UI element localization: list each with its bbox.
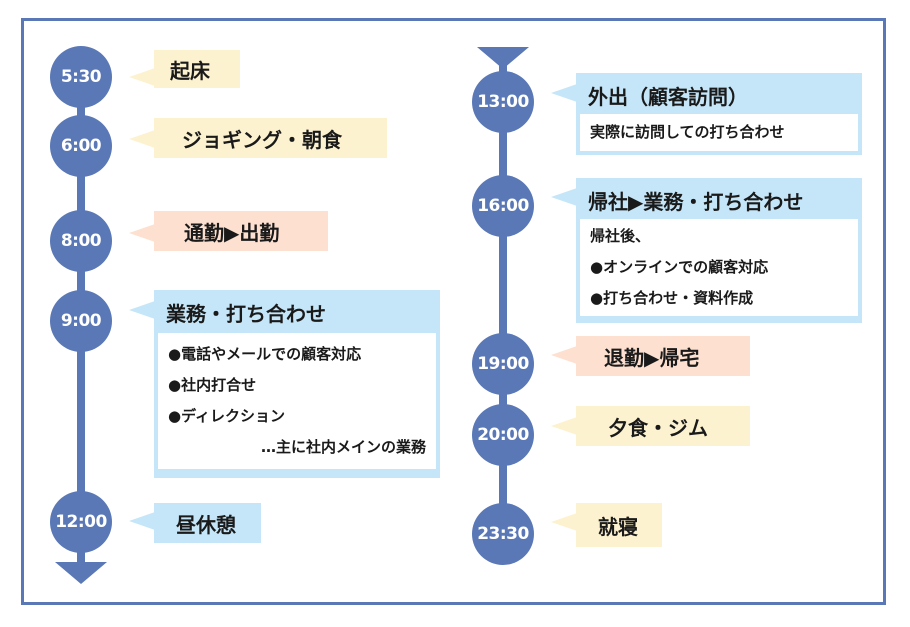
- time-circle-12-00: 12:00: [50, 491, 112, 553]
- callout-tail: [551, 346, 577, 364]
- event-return-office: 帰社▶業務・打ち合わせ 帰社後、 ●オンラインでの顧客対応 ●打ち合わせ・資料作…: [576, 178, 862, 323]
- event-jogging-breakfast: ジョギング・朝食: [154, 118, 387, 158]
- right-timeline-line: [499, 60, 507, 540]
- detail-item: ●社内打合せ: [168, 376, 257, 394]
- detail-note: …主に社内メインの業務: [260, 438, 426, 456]
- event-commute: 通勤▶出勤: [154, 211, 328, 251]
- time-circle-13-00: 13:00: [472, 71, 534, 133]
- time-circle-8-00: 8:00: [50, 210, 112, 272]
- left-timeline-arrow: [55, 562, 107, 584]
- callout-tail: [129, 130, 155, 148]
- callout-tail: [129, 512, 155, 530]
- time-circle-5-30: 5:30: [50, 46, 112, 108]
- callout-tail: [129, 301, 155, 319]
- event-title: 外出（顧客訪問）: [588, 85, 748, 109]
- event-title: 帰社▶業務・打ち合わせ: [588, 190, 804, 214]
- event-title: 業務・打ち合わせ: [166, 302, 326, 326]
- time-circle-20-00: 20:00: [472, 404, 534, 466]
- callout-tail: [551, 84, 577, 102]
- event-work-meetings: 業務・打ち合わせ ●電話やメールでの顧客対応 ●社内打合せ ●ディレクション ……: [154, 290, 440, 478]
- callout-tail: [129, 68, 155, 86]
- right-timeline-arrow-top: [477, 47, 529, 69]
- detail-item: ●オンラインでの顧客対応: [590, 258, 769, 276]
- event-details: 実際に訪問しての打ち合わせ: [580, 114, 858, 151]
- callout-tail: [551, 188, 577, 206]
- callout-tail: [129, 224, 155, 242]
- time-circle-16-00: 16:00: [472, 175, 534, 237]
- event-lunch-break: 昼休憩: [154, 503, 261, 543]
- time-circle-6-00: 6:00: [50, 115, 112, 177]
- event-details: 帰社後、 ●オンラインでの顧客対応 ●打ち合わせ・資料作成: [580, 219, 858, 316]
- detail-item: ●打ち合わせ・資料作成: [590, 289, 754, 307]
- time-circle-9-00: 9:00: [50, 290, 112, 352]
- event-wakeup: 起床: [154, 50, 240, 88]
- callout-tail: [551, 417, 577, 435]
- event-client-visit: 外出（顧客訪問） 実際に訪問しての打ち合わせ: [576, 73, 862, 155]
- detail-item: 帰社後、: [590, 227, 651, 245]
- event-details: ●電話やメールでの顧客対応 ●社内打合せ ●ディレクション …主に社内メインの業…: [158, 333, 436, 469]
- detail-item: 実際に訪問しての打ち合わせ: [590, 123, 785, 141]
- event-leave-home: 退勤▶帰宅: [576, 336, 750, 376]
- detail-item: ●電話やメールでの顧客対応: [168, 345, 362, 363]
- detail-item: ●ディレクション: [168, 407, 286, 425]
- event-bedtime: 就寝: [576, 503, 662, 547]
- time-circle-23-30: 23:30: [472, 503, 534, 565]
- time-circle-19-00: 19:00: [472, 333, 534, 395]
- event-dinner-gym: 夕食・ジム: [576, 406, 750, 446]
- callout-tail: [551, 513, 577, 531]
